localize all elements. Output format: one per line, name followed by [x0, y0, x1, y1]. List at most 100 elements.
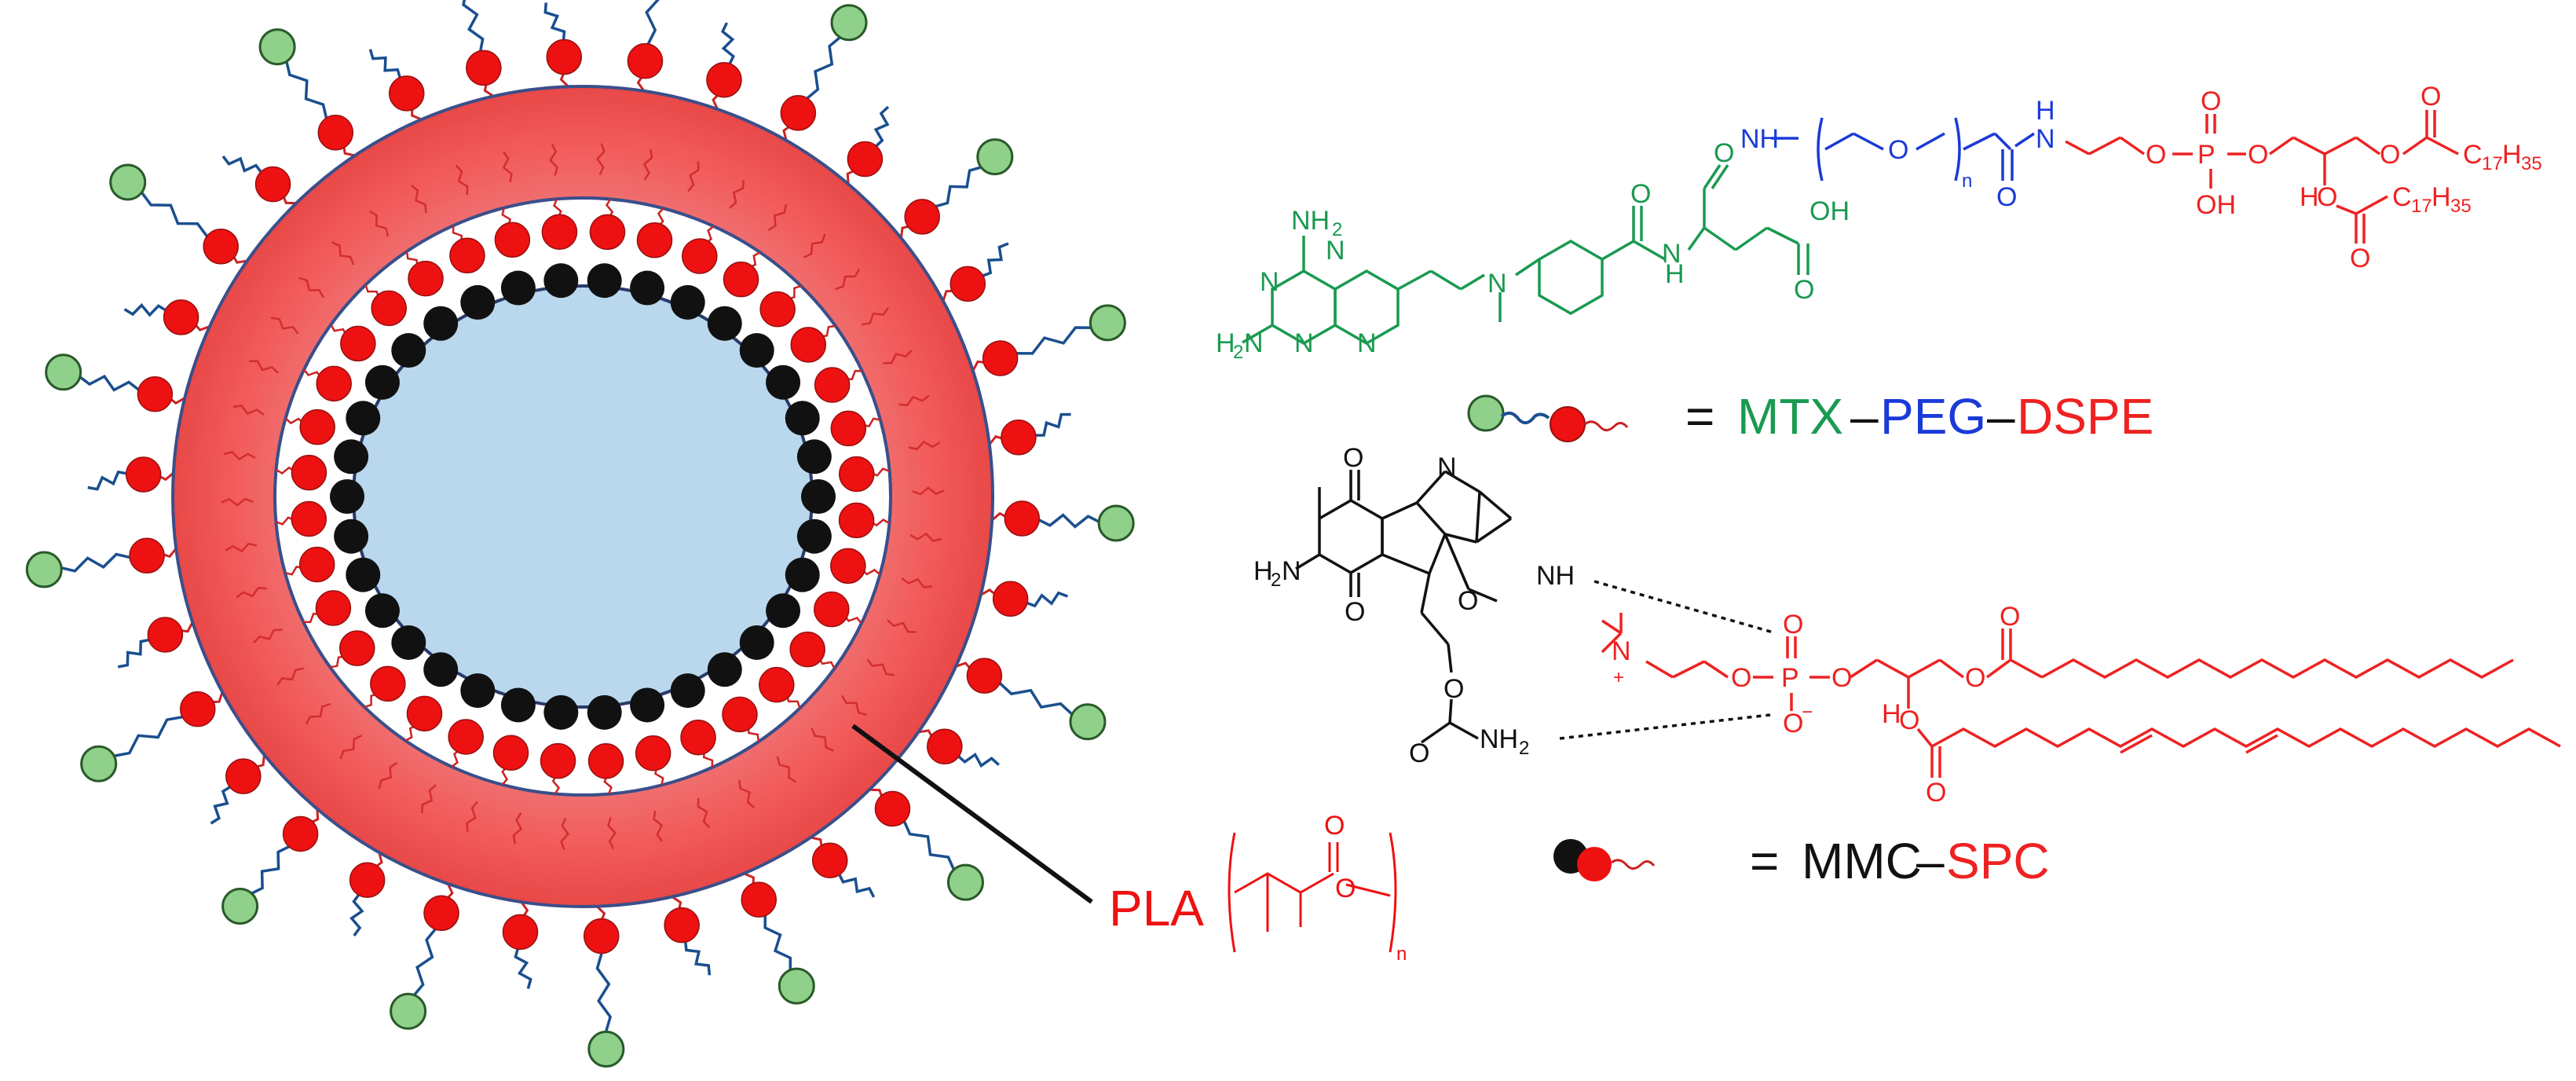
mmc-head [346, 401, 381, 436]
lipid-head [1001, 419, 1037, 456]
lipid-head [950, 266, 986, 302]
inner-lipid-head [541, 214, 578, 250]
inner-lipid-head [448, 719, 484, 755]
shell-tail [549, 144, 558, 176]
nanoparticle [25, 0, 1135, 1068]
legend-mtx-peg-dspe: = MTX – PEG – DSPE [1467, 388, 2153, 445]
mmc-head [423, 306, 459, 341]
peg-chain [997, 681, 1074, 716]
shell-tail [596, 143, 606, 176]
svg-text:O: O [1343, 443, 1363, 473]
svg-text:H: H [1216, 328, 1235, 358]
peg-chain [957, 752, 1000, 768]
shell-tail [883, 350, 913, 365]
shell-tail [236, 586, 267, 599]
shell-tail [642, 148, 653, 181]
mmc-head [460, 284, 496, 320]
svg-text:O: O [1831, 663, 1852, 693]
svg-text:N: N [2036, 124, 2055, 154]
shell-tail [909, 532, 942, 542]
legend-mtx-head-icon [1467, 394, 1505, 432]
lipid-head [254, 166, 291, 203]
shell-lipid-tails [221, 143, 945, 850]
lipid-head [664, 907, 700, 944]
mmc-head [460, 673, 496, 709]
lipid-head [874, 790, 911, 827]
svg-text:N: N [1437, 453, 1457, 482]
mtx-head [109, 163, 147, 201]
svg-text:2: 2 [1332, 219, 1342, 240]
peg-chain [595, 951, 613, 1034]
shell-tail [378, 761, 398, 790]
mmc-head [739, 625, 774, 660]
pla-subscript: n [1396, 944, 1407, 965]
legend2-mmc: MMC [1802, 833, 1922, 889]
lipid-head [904, 199, 940, 235]
legend1-dspe: DSPE [2017, 388, 2153, 445]
lipid-head [129, 537, 165, 574]
mmc-head [796, 439, 832, 475]
inner-lipid-head [635, 735, 671, 771]
svg-text:OH: OH [2196, 190, 2236, 220]
lipid-head [992, 581, 1029, 617]
svg-text:35: 35 [2521, 153, 2542, 174]
svg-text:2: 2 [1519, 738, 1529, 759]
peg-chain [78, 374, 141, 392]
peg-chain [1037, 513, 1101, 529]
svg-text:O: O [2317, 182, 2337, 212]
peg-chain [720, 22, 735, 66]
peg-chain [112, 715, 185, 758]
pla-pointer-line [851, 724, 1093, 904]
shell-tail [898, 394, 930, 407]
lipid-head [147, 617, 184, 653]
mtx-head [80, 745, 118, 782]
peg-chain [284, 59, 328, 120]
lipid-head [389, 75, 425, 112]
mmc-head [739, 333, 774, 368]
mmc-head [785, 401, 820, 436]
svg-text:O: O [2420, 82, 2441, 112]
mtx-head [1069, 703, 1107, 741]
svg-text:O: O [1899, 705, 1919, 735]
inner-lipid-head [291, 454, 327, 491]
svg-text:O: O [1409, 738, 1429, 768]
peg-chain [645, 0, 660, 46]
shell-tail [607, 817, 617, 849]
mmc-head [801, 479, 836, 514]
shell-tail [901, 577, 933, 588]
shell-tail [841, 694, 867, 716]
svg-text:O: O [2350, 244, 2370, 273]
svg-text:NH: NH [1291, 206, 1330, 236]
mmc-head [500, 270, 536, 306]
mmc-head [346, 557, 381, 592]
svg-text:O: O [2000, 602, 2020, 632]
peg-chain [1034, 412, 1071, 437]
svg-text:H: H [2036, 96, 2055, 126]
inner-lipid-head [722, 696, 758, 733]
inner-lipid-head [790, 327, 827, 363]
mmc-head [766, 365, 801, 400]
svg-text:H: H [1253, 556, 1273, 586]
shell-tail [560, 817, 569, 850]
peg-chain [412, 927, 437, 998]
pla-label: PLA [1109, 880, 1204, 936]
shell-tail [912, 486, 945, 496]
svg-text:O: O [2146, 140, 2166, 170]
mtx-head [258, 28, 296, 66]
peg-chain [683, 940, 712, 976]
mmc-head [364, 593, 400, 628]
shell-tail [298, 277, 324, 299]
peg-chain [805, 35, 843, 101]
mtx-head [946, 863, 984, 901]
svg-text:N: N [1487, 269, 1507, 299]
svg-text:N: N [1662, 239, 1681, 269]
mmc-head [707, 652, 742, 687]
lipid-head [546, 38, 583, 75]
shell-tail [249, 360, 279, 374]
svg-text:+: + [1613, 667, 1624, 688]
svg-text:17: 17 [2411, 196, 2432, 217]
peg-chain [763, 914, 792, 972]
shell-tail [835, 268, 861, 291]
legend-lipid-head-icon [1550, 406, 1586, 442]
inner-lipid-head [492, 735, 529, 771]
